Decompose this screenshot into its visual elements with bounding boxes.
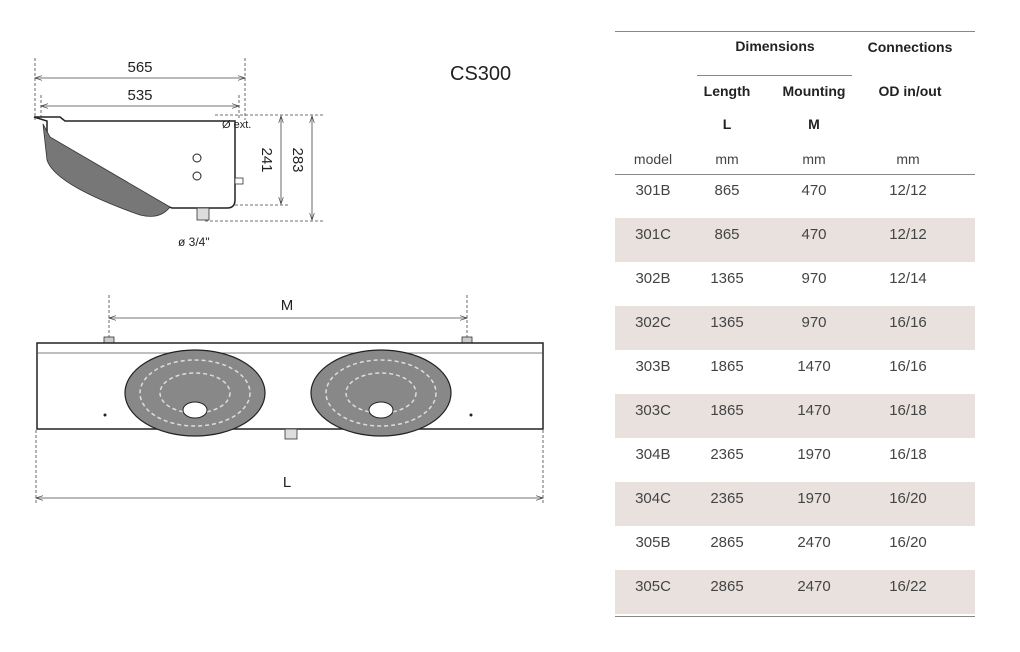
technical-drawing: 565 535 Ø ext. 241 283 ø 3/4" CS300 [33,58,600,505]
header-od: OD in/out [878,83,942,99]
unit-od: mm [896,151,920,167]
header-length-symbol: L [722,116,732,132]
cell-length: 1865 [710,358,744,375]
cell-mounting: 470 [801,226,827,243]
header-dimensions: Dimensions [735,38,815,54]
cell-length: 2865 [710,578,744,595]
cell-od: 12/12 [889,182,927,199]
model-title: CS300 [450,63,511,85]
cell-model: 304C [635,490,671,507]
cell-od: 16/16 [889,358,927,375]
cell-mounting: 2470 [797,534,831,551]
cell-od: 12/12 [889,226,927,243]
cell-length: 865 [714,182,740,199]
cell-length: 2365 [710,490,744,507]
cell-mounting: 470 [801,182,827,199]
table-bottom-rule [615,616,975,617]
cell-mounting: 970 [801,314,827,331]
table-row: 305B 2865 2470 16/20 [615,526,975,570]
header-mounting-symbol: M [808,116,820,132]
cell-od: 16/20 [889,490,927,507]
dim-241: 241 [258,147,275,172]
cell-model: 301C [635,226,671,243]
front-view-unit [36,336,544,440]
table-top-rule [615,31,975,32]
cell-mounting: 1470 [797,358,831,375]
cell-model: 303B [635,358,671,375]
dim-565: 565 [127,59,152,76]
cell-mounting: 1970 [797,490,831,507]
table-row: 305C 2865 2470 16/22 [615,570,975,614]
table-row: 304C 2365 1970 16/20 [615,482,975,526]
header-length: Length [703,83,751,99]
cell-mounting: 1470 [797,402,831,419]
cell-model: 305C [635,578,671,595]
cell-length: 865 [714,226,740,243]
table-row: 301C 865 470 12/12 [615,218,975,262]
dim-l: L [283,474,291,491]
unit-model: model [633,151,673,167]
dim-535: 535 [127,87,152,104]
drain-size: ø 3/4" [178,235,210,249]
header-connections: Connections [867,39,953,55]
cell-model: 302C [635,314,671,331]
cell-mounting: 2470 [797,578,831,595]
unit-mounting: mm [802,151,826,167]
table-row: 304B 2365 1970 16/18 [615,438,975,482]
cell-length: 1365 [710,314,744,331]
cell-model: 303C [635,402,671,419]
cell-model: 305B [635,534,671,551]
table-row: 301B 865 470 12/12 [615,174,975,218]
cell-od: 16/18 [889,446,927,463]
cell-mounting: 1970 [797,446,831,463]
cell-length: 1365 [710,270,744,287]
unit-length: mm [715,151,739,167]
cell-od: 12/14 [889,270,927,287]
table-row: 303B 1865 1470 16/16 [615,350,975,394]
fan-left [124,349,266,437]
dim-m: M [281,297,294,314]
cell-model: 304B [635,446,671,463]
cell-od: 16/18 [889,402,927,419]
header-mounting: Mounting [782,83,846,99]
cell-length: 2365 [710,446,744,463]
dim-283: 283 [289,147,306,172]
cell-length: 2865 [710,534,744,551]
cell-model: 302B [635,270,671,287]
dimensions-rule [697,75,852,76]
table-row: 303C 1865 1470 16/18 [615,394,975,438]
fan-right [310,349,452,437]
cell-length: 1865 [710,402,744,419]
table-row: 302C 1365 970 16/16 [615,306,975,350]
header-rule [615,174,975,175]
cell-od: 16/16 [889,314,927,331]
table-row: 302B 1365 970 12/14 [615,262,975,306]
side-view-unit [33,116,244,221]
cell-od: 16/20 [889,534,927,551]
cell-mounting: 970 [801,270,827,287]
ext-label: Ø ext. [222,119,251,131]
cell-model: 301B [635,182,671,199]
cell-od: 16/22 [889,578,927,595]
